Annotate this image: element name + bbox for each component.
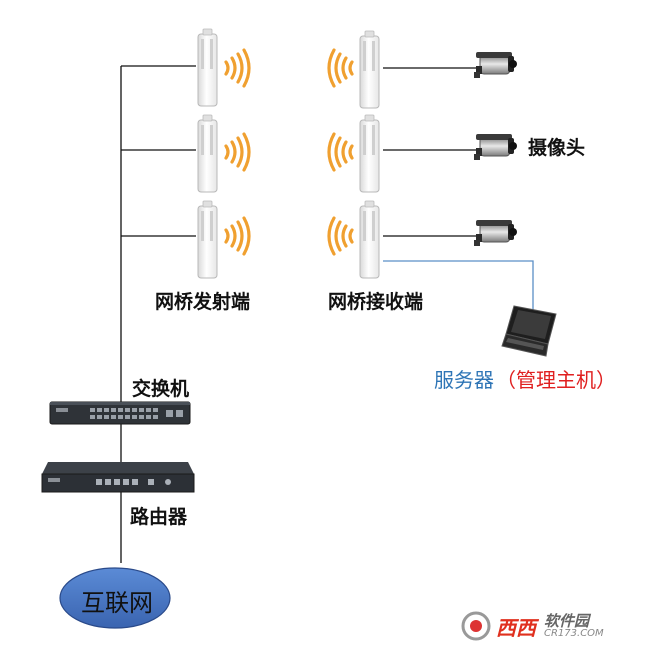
bridge-receive-3 — [359, 200, 380, 279]
bridge-receive-2 — [359, 114, 380, 193]
server-label: 服务器 — [434, 368, 494, 392]
internet-cloud — [59, 567, 171, 629]
watermark-url: CR173.COM — [544, 628, 604, 639]
wireless-wave-icon — [224, 216, 251, 256]
transmit-label: 网桥发射端 — [155, 291, 251, 313]
server-link — [383, 260, 534, 310]
watermark-logo-icon — [456, 609, 642, 643]
wireless-wave-icon — [224, 48, 251, 88]
switch-icon — [49, 401, 191, 425]
router-icon — [41, 462, 195, 493]
bridge-receive-1 — [359, 30, 380, 109]
internet-label: 互联网 — [81, 589, 153, 617]
bridge-transmit-1 — [197, 28, 218, 107]
camera-label: 摄像头 — [528, 137, 586, 159]
server-note: （管理主机） — [496, 368, 616, 392]
switch-label: 交换机 — [132, 378, 190, 400]
wireless-wave-icon — [224, 132, 251, 172]
camera-icon — [473, 219, 518, 247]
wireless-wave-icon — [327, 132, 354, 172]
router-label: 路由器 — [130, 506, 188, 528]
camera-icon — [473, 133, 518, 161]
bridge-transmit-2 — [197, 114, 218, 193]
receive-label: 网桥接收端 — [328, 291, 424, 313]
bridge-transmit-3 — [197, 200, 218, 279]
laptop-icon — [501, 305, 557, 357]
watermark-site-cn: 软件园 — [544, 612, 590, 630]
camera-icon — [473, 51, 518, 79]
wireless-wave-icon — [327, 48, 354, 88]
wireless-wave-icon — [327, 216, 354, 256]
watermark-brand: 西西 — [496, 616, 536, 640]
